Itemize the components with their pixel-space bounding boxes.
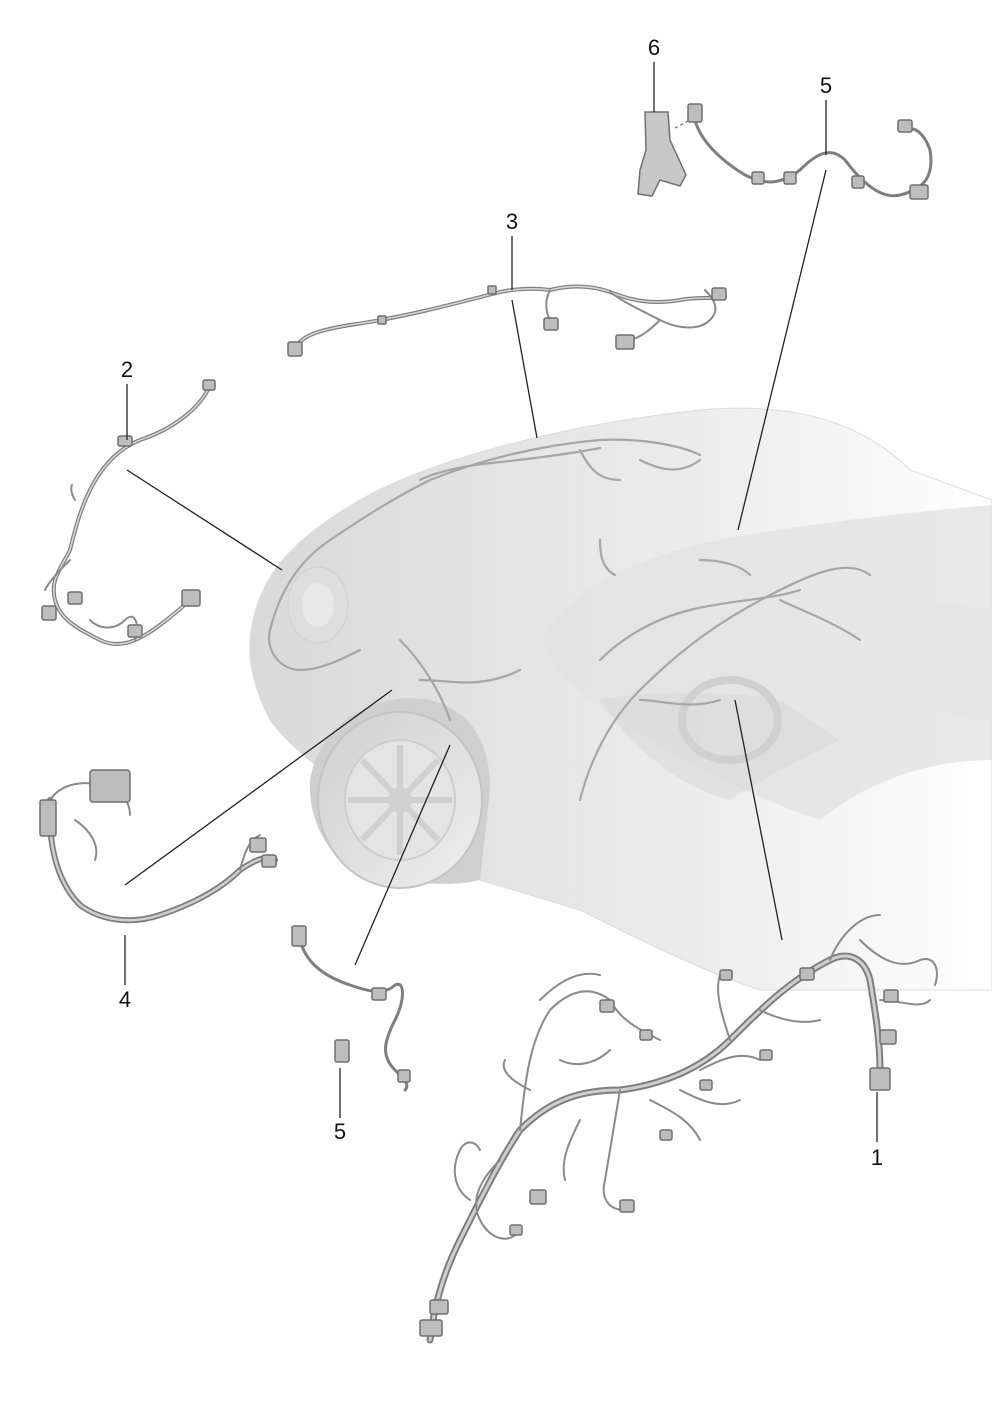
leader-line-4-a (124, 689, 393, 886)
leader-line-5-bottom-a (354, 744, 451, 966)
leader-line-3-b (511, 299, 538, 439)
leader-lines (124, 62, 878, 1142)
harness-part-1 (419, 914, 938, 1344)
harness-part-3 (287, 284, 727, 357)
bracket-part-6 (637, 111, 691, 197)
harness-part-2 (41, 379, 216, 646)
callout-5-top: 5 (819, 73, 833, 98)
harness-part-5-bottom (291, 925, 411, 1092)
callout-5-bottom: 5 (333, 1119, 347, 1144)
harness-part-5-top (687, 103, 933, 200)
callout-6: 6 (647, 35, 661, 60)
callout-2: 2 (120, 357, 134, 382)
callout-3: 3 (505, 209, 519, 234)
callout-4: 4 (118, 987, 132, 1012)
callout-1: 1 (870, 1145, 884, 1170)
harness-part-4 (39, 769, 278, 924)
leader-line-5-top-b (737, 169, 827, 531)
car-silhouette (249, 407, 992, 991)
installed-harness (267, 438, 872, 802)
leader-line-2-b (126, 469, 283, 571)
leader-line-1-a (734, 699, 783, 941)
